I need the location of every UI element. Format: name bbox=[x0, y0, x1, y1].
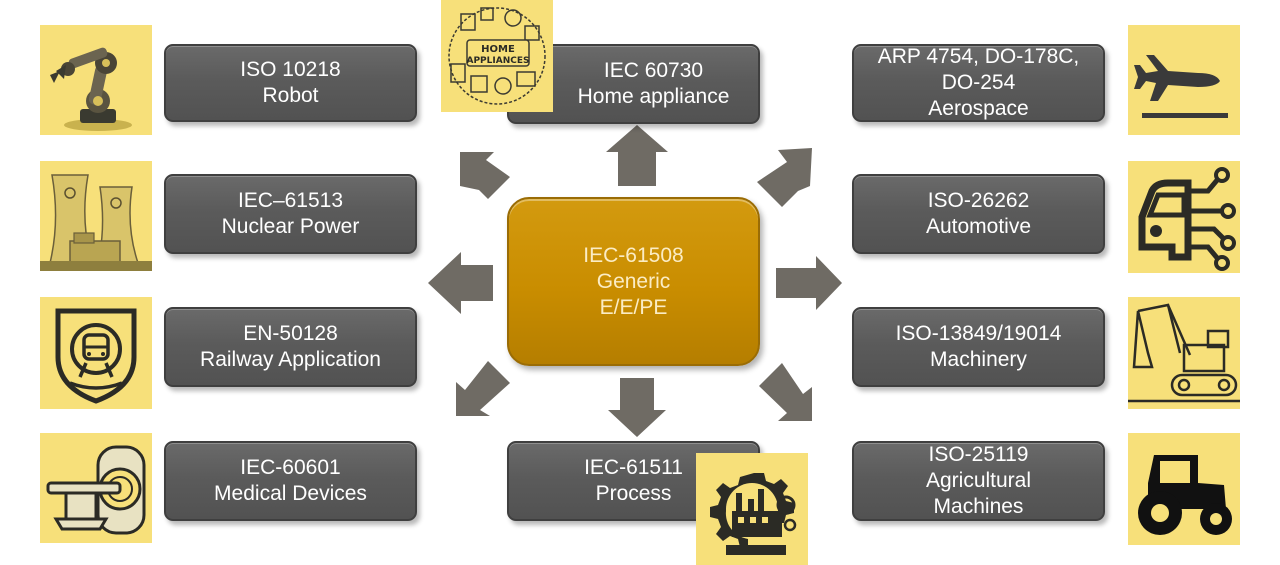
robot-arm-icon bbox=[40, 25, 152, 135]
connected-car-icon bbox=[1128, 161, 1240, 273]
medical-standard-box: IEC-60601 Medical Devices bbox=[164, 441, 417, 521]
nuclear-standard-label: IEC–61513 Nuclear Power bbox=[221, 189, 360, 238]
robot-standard-box: ISO 10218 Robot bbox=[164, 44, 417, 122]
home-appliances-icon: HOME APPLIANCES bbox=[441, 0, 553, 112]
auto-standard-label: ISO-26262 Automotive bbox=[925, 189, 1032, 238]
arrow-right bbox=[776, 256, 842, 310]
home-icon-line2: APPLIANCES bbox=[467, 56, 530, 66]
airplane-icon bbox=[1128, 25, 1240, 135]
agri-standard-box: ISO-25119 Agricultural Machines bbox=[852, 441, 1105, 521]
arrow-up-right bbox=[757, 148, 812, 207]
excavator-icon bbox=[1128, 297, 1240, 409]
arrow-down-right bbox=[759, 363, 812, 421]
tractor-icon bbox=[1128, 433, 1240, 545]
arrow-down-left bbox=[456, 361, 510, 416]
nuclear-plant-icon bbox=[40, 161, 152, 271]
machinery-standard-label: ISO-13849/19014 Machinery bbox=[895, 322, 1062, 371]
aero-standard-label: ARP 4754, DO-178C, DO-254 Aerospace bbox=[877, 45, 1080, 120]
arrow-left bbox=[428, 252, 493, 314]
railway-shield-icon bbox=[40, 297, 152, 409]
robot-standard-label: ISO 10218 Robot bbox=[240, 58, 341, 107]
arrow-down bbox=[608, 378, 666, 437]
arrow-up-left bbox=[460, 152, 510, 199]
rail-standard-label: EN-50128 Railway Application bbox=[200, 322, 381, 371]
mri-scanner-icon bbox=[40, 433, 152, 543]
rail-standard-box: EN-50128 Railway Application bbox=[164, 307, 417, 387]
home-standard-label: IEC 60730 Home appliance bbox=[577, 59, 730, 108]
auto-standard-box: ISO-26262 Automotive bbox=[852, 174, 1105, 254]
generic-standard-label: IEC-61508 Generic E/E/PE bbox=[583, 243, 684, 319]
generic-standard-box: IEC-61508 Generic E/E/PE bbox=[507, 197, 760, 366]
aero-standard-box: ARP 4754, DO-178C, DO-254 Aerospace bbox=[852, 44, 1105, 122]
agri-standard-label: ISO-25119 Agricultural Machines bbox=[925, 443, 1032, 518]
arrow-up bbox=[606, 125, 668, 186]
machinery-standard-box: ISO-13849/19014 Machinery bbox=[852, 307, 1105, 387]
home-icon-line1: HOME bbox=[481, 44, 515, 55]
process-standard-label: IEC-61511 Process bbox=[584, 456, 683, 505]
medical-standard-label: IEC-60601 Medical Devices bbox=[214, 456, 367, 505]
factory-gear-icon bbox=[696, 453, 808, 565]
nuclear-standard-box: IEC–61513 Nuclear Power bbox=[164, 174, 417, 254]
